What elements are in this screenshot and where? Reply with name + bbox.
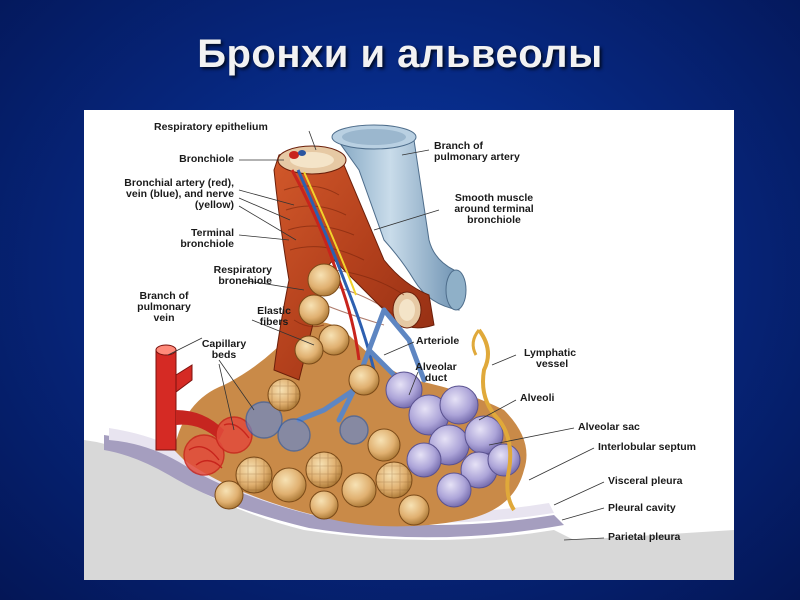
label-terminal-bronchiole-2: bronchiole (180, 238, 234, 250)
label-smooth-muscle-2: around terminal (454, 203, 534, 215)
label-alveolar-duct-2: duct (424, 372, 448, 384)
label-bronchial-artery-2: vein (blue), and nerve (126, 188, 234, 200)
leader-lines (167, 130, 605, 541)
label-parietal-pleura: Parietal pleura (608, 531, 681, 543)
label-smooth-muscle-3: bronchiole (467, 214, 521, 226)
label-alveoli: Alveoli (520, 392, 555, 404)
label-smooth-muscle-1: Smooth muscle (454, 192, 534, 204)
lung-illustration (84, 124, 734, 580)
label-branch-pulmonary-vein-1: Branch of (139, 290, 189, 302)
label-respiratory-bronchiole-1: Respiratory (213, 264, 272, 276)
label-interlobular-septum: Interlobular septum (598, 441, 697, 453)
label-visceral-pleura: Visceral pleura (608, 475, 683, 487)
label-terminal-bronchiole-1: Terminal (191, 227, 234, 239)
label-bronchial-artery-3: (yellow) (194, 199, 234, 211)
label-bronchial-artery-1: Bronchial artery (red), (124, 177, 234, 189)
pulmonary-vein-branch (155, 349, 177, 451)
label-elastic-fibers-1: Elastic (257, 305, 291, 317)
label-elastic-fibers-2: fibers (259, 316, 289, 328)
label-alveolar-duct-1: Alveolar (415, 361, 457, 373)
label-respiratory-epithelium: Respiratory epithelium (154, 121, 268, 133)
slide-title: Бронхи и альвеолы (197, 32, 603, 76)
label-branch-pulmonary-artery-2: pulmonary artery (434, 151, 520, 163)
label-bronchiole: Bronchiole (179, 153, 234, 165)
label-lymphatic-vessel-2: vessel (536, 358, 569, 370)
label-respiratory-bronchiole-2: bronchiole (218, 275, 272, 287)
label-branch-pulmonary-vein-3: vein (153, 312, 175, 324)
label-lymphatic-vessel-1: Lymphatic (524, 347, 577, 359)
label-branch-pulmonary-artery-1: Branch of (434, 140, 484, 152)
lymphatic-vessel (477, 328, 516, 512)
parietal-pleura (84, 440, 734, 580)
visceral-pleura (109, 428, 554, 524)
capillary-beds (183, 416, 253, 476)
label-alveolar-sac: Alveolar sac (578, 421, 640, 433)
label-capillary-beds-2: beds (211, 349, 237, 361)
lung-anatomy-figure: Respiratory epithelium Bronchiole Bronch… (84, 110, 734, 580)
label-branch-pulmonary-vein-2: pulmonary (137, 301, 191, 313)
label-capillary-beds-1: Capillary (201, 338, 247, 350)
label-arteriole: Arteriole (416, 335, 460, 347)
label-pleural-cavity: Pleural cavity (608, 502, 676, 514)
